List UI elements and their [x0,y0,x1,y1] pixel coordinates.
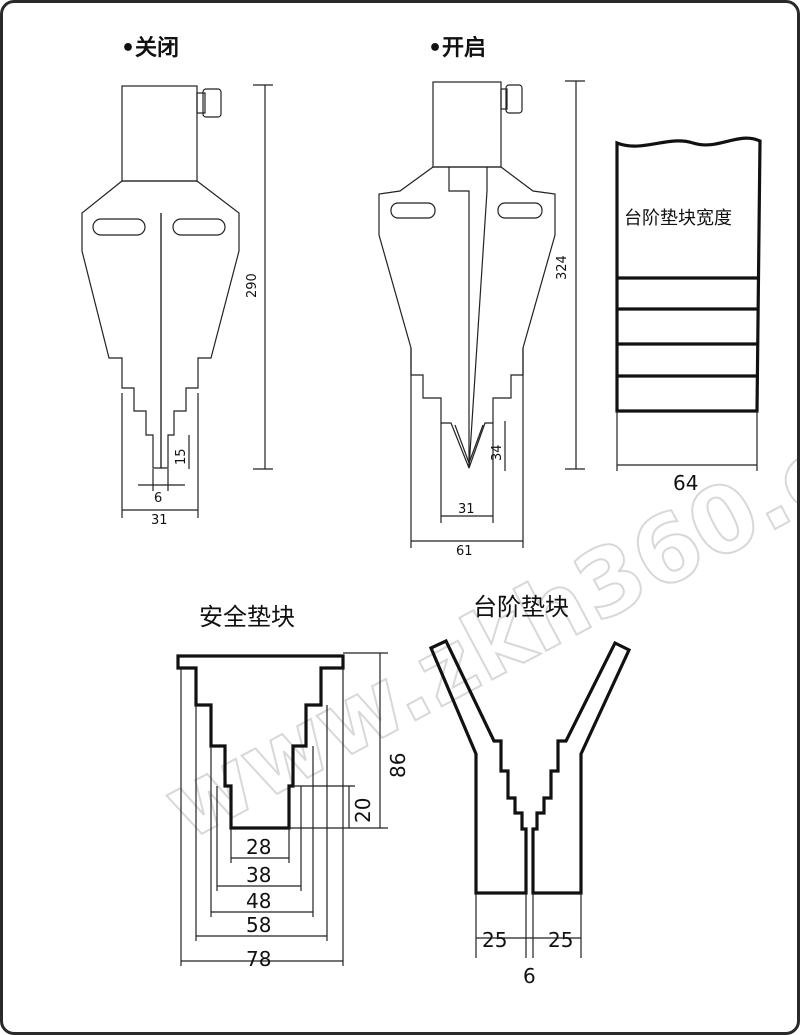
step-block-title: 台阶垫块 [473,593,569,621]
closed-height-label: 290 [245,273,260,298]
step-width-label: 台阶垫块宽度 [624,208,732,229]
closed-left-slot [92,218,146,236]
safety-dim-78: 78 [246,947,271,971]
step-width-panel: 台阶垫块宽度 64 [615,136,762,495]
safety-dim-28: 28 [246,835,271,859]
closed-tool: •关闭 290 15 6 31 [81,36,273,528]
step-block-left-arm [428,638,528,895]
closed-shank [121,85,198,182]
safety-block: 安全垫块 28 38 48 58 78 86 20 [176,603,410,971]
open-inner-label: 31 [458,502,475,517]
step-dim-right: 25 [548,928,573,952]
safety-dim-58: 58 [246,913,271,937]
open-height-label: 324 [555,255,570,280]
open-screw-knob [505,84,523,114]
open-left-slot [390,202,436,219]
step-block-right-arm [531,640,632,895]
open-right-jaw [468,166,556,469]
safety-step-label: 20 [351,798,375,823]
closed-gap-label: 6 [154,491,162,506]
step-dim-left: 25 [482,928,507,952]
open-title: •开启 [428,35,486,61]
diagram-canvas: www.zkh360.com •关闭 290 15 6 31 •开启 [81,35,797,988]
open-right-slot [497,202,543,219]
open-tip-label: 34 [490,444,505,461]
step-width-outline [615,136,762,413]
step-dim-gap: 6 [523,964,536,988]
closed-tip-label: 15 [174,448,189,465]
step-block: 台阶垫块 25 25 6 [428,593,632,988]
open-screw-neck [500,88,508,110]
closed-title: •关闭 [121,36,179,61]
safety-height-label: 86 [386,753,410,778]
safety-dim-38: 38 [246,863,271,887]
step-width-dim-label: 64 [673,471,698,495]
safety-dim-48: 48 [246,889,271,913]
open-left-jaw [378,166,470,469]
closed-screw-neck [196,92,206,114]
safety-block-title: 安全垫块 [199,603,295,631]
closed-right-slot [172,218,226,236]
open-tool: •开启 324 34 31 61 [378,35,585,559]
open-shank [432,81,502,168]
closed-right-jaw [161,180,240,469]
closed-screw-knob [202,88,222,118]
open-tip-inner [454,424,484,465]
closed-width-label: 31 [151,513,168,528]
closed-left-jaw [81,180,162,469]
open-width-label: 61 [456,544,473,559]
